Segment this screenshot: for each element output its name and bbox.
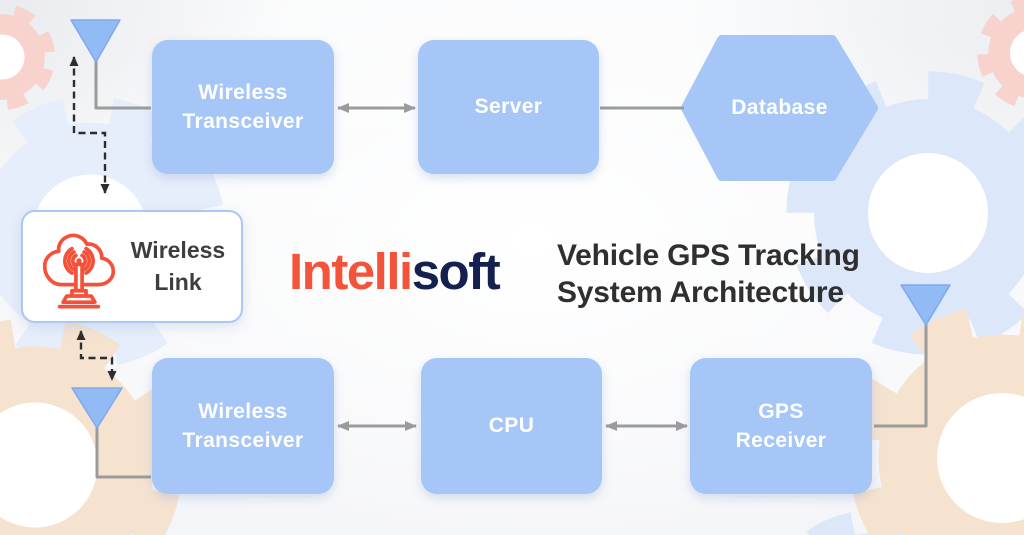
node-label: Wireless (198, 399, 288, 423)
node-label: Server (474, 95, 543, 119)
node-label: Receiver (735, 429, 827, 452)
dashed-link-antenna-top (69, 56, 110, 194)
brand-logo: Intellisoft (289, 243, 501, 300)
brand-logo-part1: Intelli (289, 243, 413, 300)
node-label: Wireless (198, 80, 288, 104)
antenna-feed-gps (874, 324, 928, 428)
node-gps-receiver: GPS Receiver (690, 358, 872, 494)
node-wireless-link: Wireless Link (21, 210, 243, 323)
diagram-title: Vehicle GPS Tracking System Architecture (557, 237, 860, 311)
gear-icon (755, 509, 994, 535)
node-label: GPS (758, 399, 804, 423)
node-label: Link (154, 268, 202, 295)
node-cpu: CPU (421, 358, 602, 494)
wireless-cloud-antenna-icon (42, 232, 116, 308)
gear-icon (0, 0, 59, 114)
antenna-icon (900, 284, 951, 326)
node-wireless-transceiver-bottom: Wireless Transceiver (152, 358, 334, 494)
node-label: Transceiver (182, 110, 304, 133)
brand-logo-part2: soft (411, 243, 501, 300)
wireless-link-label: Wireless Link (123, 235, 241, 297)
antenna-dot (76, 257, 82, 263)
node-label: Wireless (130, 237, 226, 264)
node-label: Transceiver (182, 429, 304, 452)
node-database: Database (686, 40, 873, 176)
antenna-icon (71, 387, 123, 429)
diagram-title-line1: Vehicle GPS Tracking (557, 239, 860, 272)
antenna-feed-bottom-left (95, 426, 151, 479)
node-label: CPU (488, 414, 535, 438)
antenna-feed-top (94, 60, 151, 110)
antenna-icon (70, 19, 121, 63)
node-wireless-transceiver-top: Wireless Transceiver (152, 40, 334, 174)
gear-icon (971, 0, 1024, 116)
dashed-link-antenna-bottom (76, 330, 117, 381)
node-label: Database (731, 96, 828, 119)
gear-icon (851, 307, 1024, 535)
diagram-title-line2: System Architecture (557, 276, 844, 309)
node-server: Server (418, 40, 599, 174)
